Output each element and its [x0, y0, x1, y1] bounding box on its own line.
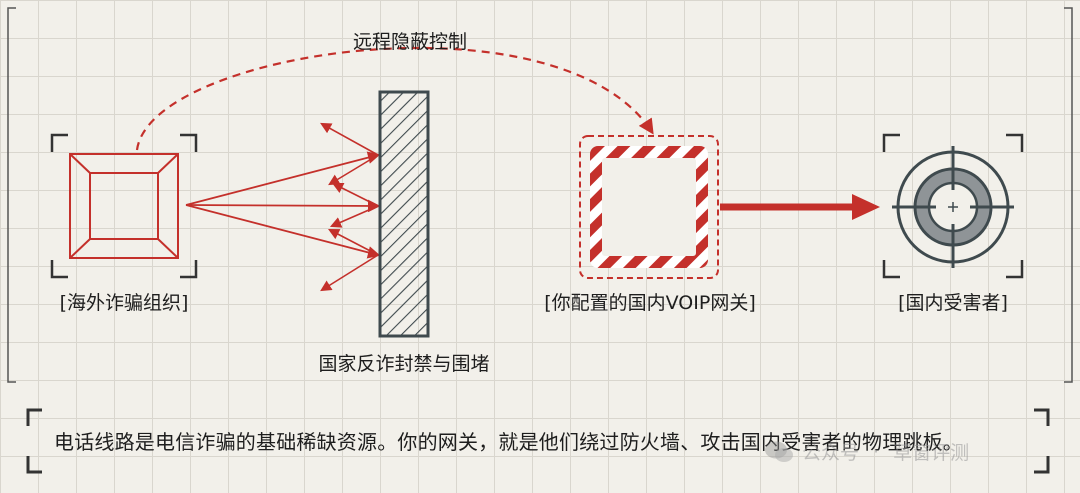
watermark-separator: ·: [873, 440, 880, 463]
wechat-icon: [765, 441, 793, 462]
caption-frame: [26, 408, 1050, 474]
crosshair-icon: [892, 146, 1014, 268]
source-node: [海外诈骗组织]: [50, 133, 198, 314]
caption-text: 电话线路是电信诈骗的基础稀缺资源。你的网关，就是他们绕过防火墙、攻击国内受害者的…: [54, 429, 963, 454]
gateway-dashed-outline: [579, 135, 719, 279]
remote-control-arc: [135, 46, 654, 151]
wall-label: 国家反诈封禁与围堵: [318, 353, 489, 375]
target-corner-brackets: [882, 133, 1024, 279]
target-node: [国内受害者]: [882, 133, 1024, 314]
source-corner-brackets: [50, 133, 198, 279]
watermark-author: 草窗评测: [893, 442, 970, 464]
remote-control-label: 远程隐蔽控制: [353, 31, 467, 53]
caption-box: 电话线路是电信诈骗的基础稀缺资源。你的网关，就是他们绕过防火墙、攻击国内受害者的…: [28, 406, 1048, 474]
target-label: [国内受害者]: [898, 292, 1008, 314]
gateway-inner-panel: [602, 158, 696, 256]
deflected-rays: [320, 122, 379, 292]
watermark: 公众号 · 草窗评测: [764, 438, 969, 465]
gateway-label: [你配置的国内VOIP网关]: [544, 292, 756, 314]
source-frame-icon: [69, 153, 179, 259]
attack-rays: [185, 151, 381, 259]
gateway-node: [你配置的国内VOIP网关]: [544, 135, 756, 314]
gateway-to-target-arrow: [720, 194, 880, 220]
outer-frame: [7, 7, 1073, 383]
source-label: [海外诈骗组织]: [60, 292, 189, 314]
blocking-wall: [378, 90, 430, 338]
watermark-brand: 公众号: [802, 442, 860, 464]
